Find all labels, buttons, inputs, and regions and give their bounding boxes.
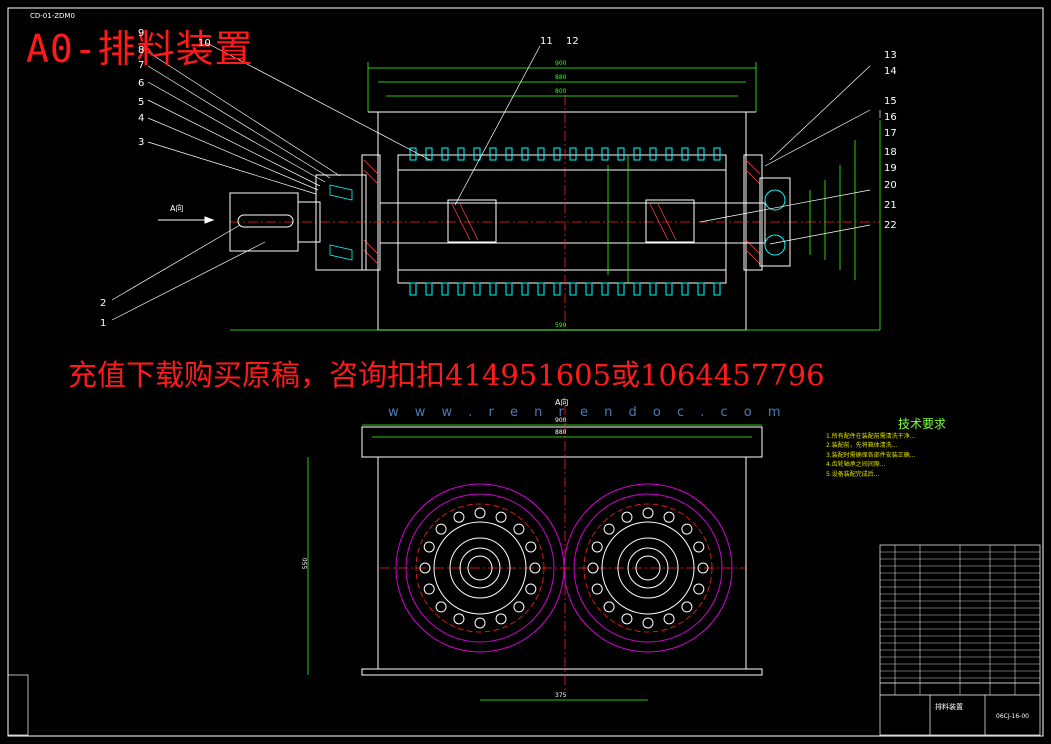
title-block xyxy=(879,544,1041,736)
sheet-border xyxy=(7,7,1044,737)
dimension-lines-top xyxy=(230,62,881,331)
direction-arrow xyxy=(158,216,215,224)
leader-lines xyxy=(111,41,881,321)
side-block xyxy=(7,674,29,736)
section-view xyxy=(229,95,880,331)
dimension-lines-bottom xyxy=(307,424,762,701)
end-view xyxy=(361,405,763,690)
